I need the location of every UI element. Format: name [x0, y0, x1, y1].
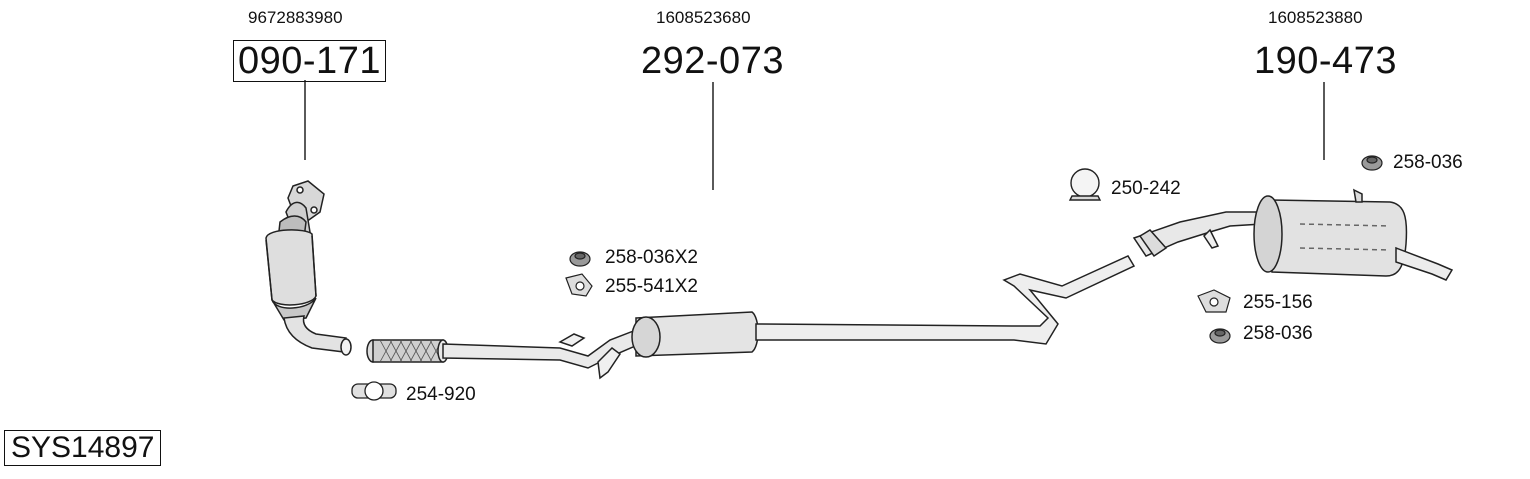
accessory-label: 255-541X2 [605, 276, 698, 297]
middle-pipe [366, 211, 1265, 380]
rubber-mount-icon [1209, 328, 1231, 344]
part-number-front: 090-171 [233, 40, 386, 82]
accessory-label: 258-036 [1243, 323, 1313, 344]
hanger-bracket-icon [1197, 289, 1231, 313]
catalytic-converter [265, 180, 352, 356]
pipe-clamp-icon [1068, 168, 1102, 201]
part-number-middle: 292-073 [641, 40, 784, 82]
part-number-rear: 190-473 [1254, 40, 1397, 82]
oem-number-middle: 1608523680 [656, 8, 751, 27]
accessory-label: 258-036 [1393, 152, 1463, 173]
accessory-label: 254-920 [406, 384, 476, 405]
oem-number-front: 9672883980 [248, 8, 343, 27]
accessory-label: 250-242 [1111, 178, 1181, 199]
system-code: SYS14897 [4, 430, 162, 466]
rubber-mount-icon [1361, 155, 1383, 171]
clamp-icon [351, 381, 397, 401]
rubber-mount-icon [569, 251, 591, 267]
rear-silencer [1253, 188, 1454, 281]
oem-number-rear: 1608523880 [1268, 8, 1363, 27]
accessory-label: 255-156 [1243, 292, 1313, 313]
accessory-label: 258-036X2 [605, 247, 698, 268]
hanger-bracket-icon [565, 273, 593, 297]
